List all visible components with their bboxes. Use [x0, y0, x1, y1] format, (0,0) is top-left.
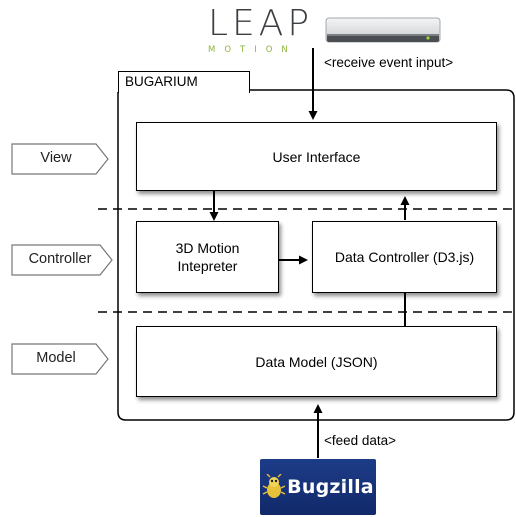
- layer-label-controller: Controller: [28, 251, 92, 267]
- bugzilla-ant-icon: [262, 474, 286, 498]
- bugarium-title-tab: BUGARIUM: [118, 71, 250, 93]
- box-3d-motion-interpreter-line2: Intepreter: [177, 258, 238, 274]
- box-3d-motion-interpreter: 3D Motion Intepreter: [136, 221, 279, 293]
- leap-motion-device-icon: [324, 16, 442, 46]
- box-user-interface-label: User Interface: [272, 148, 361, 165]
- box-data-model: Data Model (JSON): [136, 326, 497, 397]
- box-3d-motion-interpreter-line1: 3D Motion: [175, 240, 240, 256]
- layer-label-view: View: [40, 150, 72, 166]
- box-data-model-label: Data Model (JSON): [255, 353, 378, 370]
- layer-shape-model: [11, 343, 109, 375]
- box-data-controller: Data Controller (D3.js): [312, 221, 497, 293]
- caption-feed-data: <feed data>: [324, 433, 397, 448]
- layer-shape-view: [11, 143, 109, 175]
- bugzilla-logo-text: Bugzilla: [287, 476, 374, 498]
- box-user-interface: User Interface: [136, 122, 497, 191]
- bugarium-container-outline: [117, 89, 515, 421]
- leap-logo-word: LEAP: [208, 3, 314, 44]
- bugzilla-logo: Bugzilla: [260, 459, 376, 515]
- leap-logo-subword: MOTION: [208, 45, 297, 55]
- box-data-controller-label: Data Controller (D3.js): [334, 249, 475, 265]
- caption-receive-event-input: <receive event input>: [324, 55, 454, 70]
- leap-motion-logo: LEAP MOTION: [208, 6, 312, 56]
- layer-label-model: Model: [36, 350, 76, 366]
- layer-shape-controller: [11, 244, 113, 276]
